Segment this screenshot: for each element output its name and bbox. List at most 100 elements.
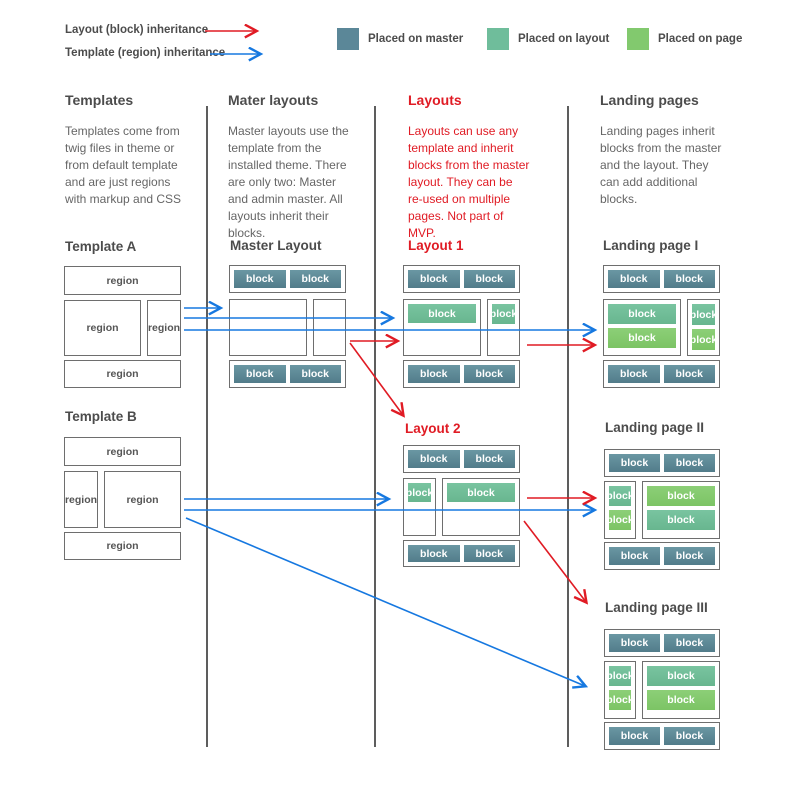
- swatch-label: Placed on layout: [518, 33, 610, 45]
- master-layouts-description: Master layouts use the template from the…: [228, 124, 349, 240]
- landing-3-side-region: block block: [604, 661, 636, 719]
- column-title-templates: Templates: [65, 92, 134, 108]
- block-master: block: [463, 545, 515, 562]
- layout-2-title: Layout 2: [405, 421, 461, 436]
- template-a-region-side: region: [147, 300, 181, 356]
- block-master: block: [608, 270, 660, 288]
- landing-3-top-row: block block: [604, 629, 720, 657]
- block-master: block: [664, 547, 715, 565]
- block-master: block: [608, 365, 660, 383]
- landing-2-top-row: block block: [604, 449, 720, 477]
- block-master: block: [408, 365, 460, 383]
- column-divider: [206, 106, 208, 747]
- landing-3-main-region: block block: [642, 661, 720, 719]
- block-master: block: [463, 270, 515, 288]
- block-page: block: [608, 328, 676, 348]
- master-layout-title: Master Layout: [230, 238, 322, 253]
- column-title-landing-pages: Landing pages: [600, 92, 699, 108]
- template-b-region-main: region: [104, 471, 181, 528]
- template-a-region-main: region: [64, 300, 141, 356]
- master-color-swatch: [337, 28, 359, 50]
- layout-color-swatch: [487, 28, 509, 50]
- landing-2-side-region: block block: [604, 481, 636, 539]
- block-master: block: [408, 545, 460, 562]
- block-master: block: [609, 454, 660, 472]
- template-a-title: Template A: [65, 239, 137, 254]
- layouts-description: Layouts can use any template and inherit…: [408, 124, 530, 240]
- block-page: block: [647, 690, 715, 710]
- swatch-label: Placed on page: [658, 33, 743, 45]
- layout-1-side-region: block: [487, 299, 520, 356]
- block-layout: block: [647, 666, 715, 686]
- landing-2-bottom-row: block block: [604, 542, 720, 570]
- page-color-swatch: [627, 28, 649, 50]
- master-layout-top-row: block block: [229, 265, 346, 293]
- block-layout: block: [408, 304, 476, 323]
- block-layout: block: [608, 304, 676, 324]
- landing-3-bottom-row: block block: [604, 722, 720, 750]
- block-layout: block: [647, 510, 715, 530]
- block-layout: block: [408, 483, 431, 502]
- landing-1-top-row: block block: [603, 265, 720, 293]
- block-master: block: [609, 727, 660, 745]
- column-title-layouts: Layouts: [408, 92, 462, 108]
- arrow-master-to-layout-2: [349, 342, 403, 415]
- layout-1-bottom-row: block block: [403, 360, 520, 388]
- block-master: block: [408, 450, 460, 468]
- block-master: block: [663, 365, 715, 383]
- landing-1-main-region: block block: [603, 299, 681, 356]
- landing-1-bottom-row: block block: [603, 360, 720, 388]
- block-master: block: [289, 365, 341, 383]
- layout-2-bottom-row: block block: [403, 540, 520, 567]
- block-master: block: [609, 547, 660, 565]
- block-layout: block: [447, 483, 515, 502]
- layout-2-main-region: block: [442, 478, 520, 536]
- layout-1-title: Layout 1: [408, 238, 464, 253]
- template-b-region-side: region: [64, 471, 98, 528]
- landing-2-main-region: block block: [642, 481, 720, 539]
- landing-page-2-title: Landing page II: [605, 420, 705, 435]
- legend-label-template-inheritance: Template (region) inheritance: [65, 47, 226, 59]
- block-layout: block: [492, 304, 515, 324]
- block-layout: block: [609, 486, 631, 506]
- master-layout-side-region: [313, 299, 346, 356]
- arrow-layout-2-to-landing-3: [523, 520, 586, 602]
- block-master: block: [663, 270, 715, 288]
- swatch-label: Placed on master: [368, 33, 464, 45]
- block-master: block: [664, 634, 715, 652]
- column-divider: [567, 106, 569, 747]
- master-layout-main-region: [229, 299, 307, 356]
- legend-placed-on-page: Placed on page: [627, 28, 742, 50]
- landing-page-3-title: Landing page III: [605, 600, 708, 615]
- layout-2-top-row: block block: [403, 445, 520, 473]
- block-layout: block: [692, 304, 715, 325]
- landing-pages-description: Landing pages inherit blocks from the ma…: [600, 124, 722, 206]
- block-master: block: [408, 270, 460, 288]
- legend-label-layout-inheritance: Layout (block) inheritance: [65, 24, 209, 36]
- landing-1-side-region: block block: [687, 299, 720, 356]
- block-master: block: [609, 634, 660, 652]
- template-b-title: Template B: [65, 409, 137, 424]
- block-master: block: [463, 450, 515, 468]
- layout-2-side-region: block: [403, 478, 436, 536]
- landing-page-1-title: Landing page I: [603, 238, 699, 253]
- master-layout-bottom-row: block block: [229, 360, 346, 388]
- block-master: block: [234, 365, 286, 383]
- block-master: block: [664, 454, 715, 472]
- column-title-master-layouts: Mater layouts: [228, 92, 319, 108]
- block-page: block: [609, 690, 631, 710]
- template-a-region-bottom: region: [64, 360, 181, 388]
- legend-placed-on-master: Placed on master: [337, 28, 463, 50]
- block-page: block: [692, 329, 715, 350]
- block-master: block: [664, 727, 715, 745]
- template-b-region-bottom: region: [64, 532, 181, 560]
- block-page: block: [647, 486, 715, 506]
- layout-1-top-row: block block: [403, 265, 520, 293]
- template-a-region-top: region: [64, 266, 181, 295]
- arrow-template-b-to-landing-3: [185, 517, 585, 686]
- legend-placed-on-layout: Placed on layout: [487, 28, 609, 50]
- layout-1-main-region: block: [403, 299, 481, 356]
- block-master: block: [463, 365, 515, 383]
- block-master: block: [289, 270, 341, 288]
